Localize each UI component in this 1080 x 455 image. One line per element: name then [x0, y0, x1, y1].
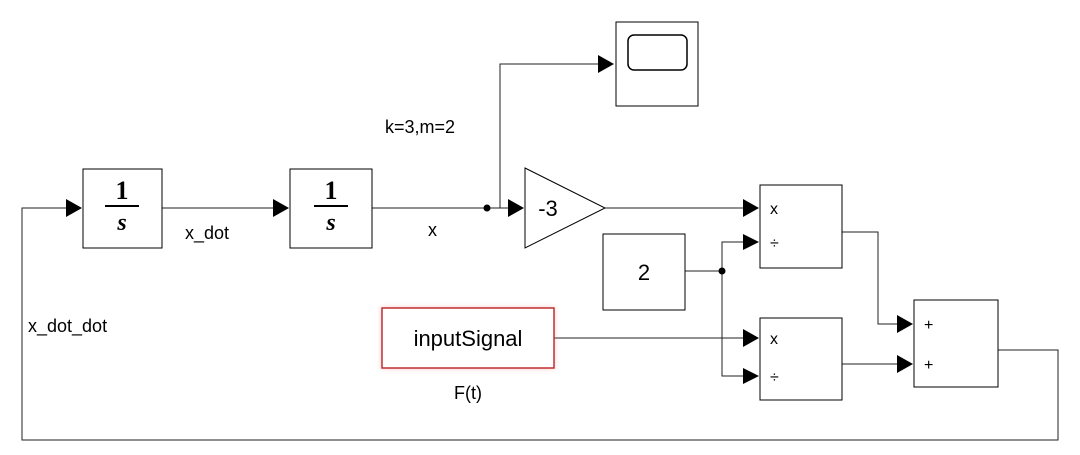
signal-lines	[21, 63, 1059, 441]
arrow-icon	[743, 368, 759, 384]
arrow-icon	[66, 199, 82, 217]
arrow-icon	[743, 329, 759, 347]
arrow-icon	[508, 199, 524, 217]
signal-label-x-dot: x_dot	[185, 223, 229, 244]
scope-block[interactable]	[615, 21, 699, 107]
integrator-block-2[interactable]: 1 s	[289, 168, 373, 249]
arrowheads	[66, 55, 913, 384]
arrow-icon	[743, 234, 759, 250]
product-port-divide: ÷	[770, 369, 779, 386]
product-port-multiply: x	[770, 201, 778, 218]
arrow-icon	[743, 199, 759, 217]
parameters-annotation: k=3,m=2	[385, 117, 455, 137]
integrator-denominator: s	[325, 210, 335, 236]
signal-label-x: x	[428, 220, 437, 240]
scope-screen-icon	[627, 34, 688, 71]
integrator-numerator: 1	[116, 176, 129, 205]
input-signal-caption: F(t)	[454, 383, 482, 403]
constant-block[interactable]: 2	[602, 233, 686, 311]
feedback-line	[21, 207, 1059, 441]
product-port-multiply: x	[770, 331, 778, 348]
arrow-icon	[273, 199, 289, 217]
branch-point	[718, 267, 726, 275]
product-block-1[interactable]: x ÷	[759, 184, 843, 269]
signal-label-x-dot-dot: x_dot_dot	[28, 316, 107, 337]
integrator-numerator: 1	[325, 176, 338, 205]
constant-value: 2	[638, 260, 650, 285]
const-to-p1-line	[721, 241, 743, 271]
sum-block[interactable]: + +	[913, 299, 999, 388]
p1-to-sum-line	[842, 231, 897, 325]
arrow-icon	[897, 315, 913, 333]
const-to-p2-line	[721, 271, 743, 377]
arrow-icon	[598, 55, 614, 73]
branch-point	[483, 204, 491, 212]
integrator-block-1[interactable]: 1 s	[82, 168, 163, 249]
sum-port-plus: +	[924, 357, 933, 374]
scope-line	[499, 63, 598, 208]
gain-block[interactable]: -3	[524, 167, 607, 249]
input-signal-block[interactable]: inputSignal	[381, 307, 555, 369]
arrow-icon	[897, 355, 913, 373]
product-block-2[interactable]: x ÷	[759, 317, 843, 401]
sum-port-plus: +	[924, 317, 933, 334]
input-signal-label: inputSignal	[414, 326, 523, 351]
product-port-divide: ÷	[770, 235, 779, 252]
integrator-denominator: s	[116, 210, 126, 236]
gain-value: -3	[538, 196, 558, 221]
